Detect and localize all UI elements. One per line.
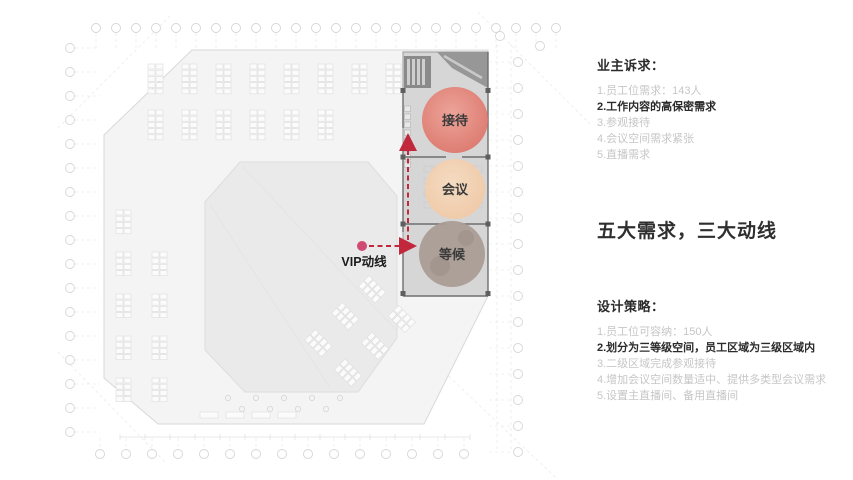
zone-reception-label: 接待 bbox=[442, 113, 468, 128]
vip-circulation: VIP动线 bbox=[341, 133, 417, 269]
owner-demands-section: 业主诉求： 1.员工位需求：143人 2.工作内容的高保密需求 3.参观接待 4.会议… bbox=[597, 55, 853, 163]
strip-walls bbox=[402, 52, 489, 297]
vip-start-dot bbox=[357, 241, 367, 251]
column-grid bbox=[57, 11, 591, 479]
list-item: 3.参观接待 bbox=[597, 117, 651, 129]
core-stairs bbox=[404, 52, 488, 88]
vip-line-label: VIP动线 bbox=[341, 254, 387, 269]
list-item: 1.员工位需求：143人 bbox=[597, 85, 702, 97]
zone-reception-circle bbox=[422, 87, 488, 153]
list-item: 2.工作内容的高保密需求 bbox=[597, 101, 717, 113]
headline: 五大需求，三大动线 bbox=[597, 221, 778, 242]
info-panel: 业主诉求： 1.员工位需求：143人 2.工作内容的高保密需求 3.参观接待 4.会议… bbox=[597, 0, 853, 480]
owner-demands-title: 业主诉求： bbox=[597, 58, 665, 73]
list-item: 5.直播需求 bbox=[597, 149, 651, 161]
floor-plan: 接待 会议 等候 VIP动线 bbox=[57, 11, 591, 479]
list-item: 3.二级区域完成参观接待 bbox=[597, 358, 717, 370]
list-item: 4.会议空间需求紧张 bbox=[597, 133, 695, 145]
design-strategy-section: 设计策略： 1.员工位可容纳：150人 2.划分为三等级空间，员工区域为三级区域内… bbox=[597, 296, 853, 404]
office-furniture bbox=[115, 63, 416, 419]
list-item: 4.增加会议空间数量适中、提供多类型会议需求 bbox=[597, 374, 827, 386]
columns bbox=[400, 88, 491, 296]
zone-meeting: 会议 bbox=[425, 159, 485, 219]
zone-meeting-label: 会议 bbox=[442, 182, 469, 197]
list-item: 5.设置主直播间、备用直播间 bbox=[597, 390, 739, 402]
atrium bbox=[204, 161, 398, 393]
atrium-seams bbox=[209, 165, 397, 389]
zone-waiting-label: 等候 bbox=[438, 247, 466, 262]
list-item: 1.员工位可容纳：150人 bbox=[597, 326, 713, 338]
design-strategy-list: 1.员工位可容纳：150人 2.划分为三等级空间，员工区域为三级区域内 3.二级区域… bbox=[597, 324, 853, 404]
list-item: 2.划分为三等级空间，员工区域为三级区域内 bbox=[597, 342, 816, 354]
zone-meeting-circle bbox=[425, 159, 485, 219]
owner-demands-list: 1.员工位需求：143人 2.工作内容的高保密需求 3.参观接待 4.会议空间需求紧张… bbox=[597, 83, 853, 163]
zone-waiting: 等候 bbox=[419, 221, 485, 287]
design-strategy-title: 设计策略： bbox=[597, 299, 665, 314]
zone-reception: 接待 bbox=[422, 87, 488, 153]
